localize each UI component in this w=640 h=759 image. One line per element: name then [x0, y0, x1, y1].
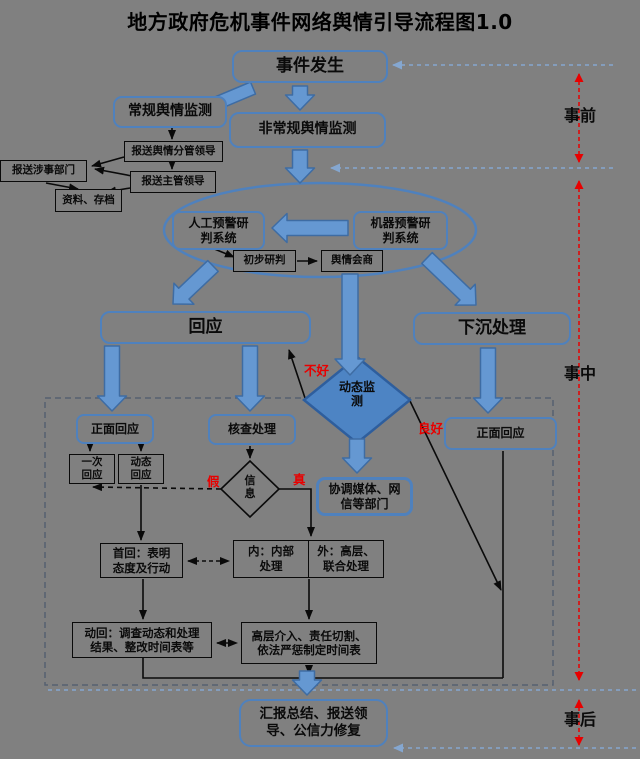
node-opinion-consult: 舆情会商 — [321, 250, 383, 272]
node-coordinate-media: 协调媒体、网 信等部门 — [316, 477, 413, 516]
fat-arrow — [421, 251, 477, 306]
branch-good-label: 良好 — [418, 421, 444, 436]
node-manual-system: 人工预警研 判系统 — [172, 211, 265, 250]
node-archive: 资料、存档 — [55, 189, 122, 212]
branch-fake-label: 假 — [207, 474, 220, 489]
fat-arrow — [291, 670, 323, 696]
node-nonregular-monitor: 非常规舆情监测 — [229, 112, 386, 148]
fat-arrow — [96, 345, 128, 412]
phase-after-label: 事后 — [563, 710, 596, 729]
info-diamond — [219, 459, 281, 519]
node-once-respond: 一次 回应 — [69, 454, 115, 484]
fat-arrow — [284, 85, 316, 111]
warning-ellipse — [162, 181, 478, 279]
node-dynamic-respond: 动态 回应 — [118, 454, 164, 484]
node-highlevel-handle: 高层介入、责任切割、 依法严惩制定时间表 — [241, 622, 377, 664]
fat-arrow — [284, 149, 316, 184]
node-dynamic-reply: 动回：调查动态和处理 结果、整改时间表等 — [72, 622, 212, 658]
node-machine-system: 机器预警研 判系统 — [353, 211, 448, 250]
fat-arrow — [334, 273, 366, 376]
node-internal-external: 内：内部 处理 外：高层、 联合处理 — [233, 540, 384, 578]
node-first-reply: 首回：表明 态度及行动 — [100, 543, 183, 578]
node-sink-handle: 下沉处理 — [413, 312, 571, 345]
node-internal-handle: 内：内部 处理 — [234, 541, 309, 577]
info-label: 信 息 — [244, 474, 256, 501]
node-report-chief-leader: 报送主管领导 — [130, 171, 216, 193]
phase-during-label: 事中 — [563, 364, 596, 383]
node-event: 事件发生 — [232, 50, 388, 83]
phase-separator-lines — [46, 60, 636, 753]
fat-arrow — [172, 259, 219, 305]
fat-arrow — [341, 438, 373, 474]
fat-arrow — [472, 347, 504, 414]
node-report-branch-leader: 报送舆情分管领导 — [124, 141, 223, 162]
during-phase-dashed-rect — [44, 397, 554, 686]
fat-arrow — [271, 212, 349, 244]
page-title: 地方政府危机事件网络舆情引导流程图1.0 — [127, 10, 513, 34]
node-positive-response-right: 正面回应 — [444, 417, 557, 450]
dynamic-monitor-diamond — [302, 355, 412, 445]
dynamic-monitor-label: 动态监 测 — [338, 380, 375, 409]
node-final-summary: 汇报总结、报送领 导、公信力修复 — [239, 699, 388, 747]
node-regular-monitor: 常规舆情监测 — [113, 96, 227, 128]
branch-bad-label: 不好 — [304, 363, 330, 378]
node-external-handle: 外：高层、 联合处理 — [317, 544, 375, 573]
node-respond: 回应 — [100, 311, 311, 344]
node-verify-handle: 核查处理 — [208, 414, 296, 445]
node-positive-response-left: 正面回应 — [76, 414, 154, 444]
phase-before-label: 事前 — [563, 106, 596, 125]
fat-arrow — [234, 345, 266, 412]
node-prelim-judge: 初步研判 — [233, 250, 296, 272]
branch-real-label: 真 — [293, 472, 306, 487]
node-report-involved-dept: 报送涉事部门 — [0, 160, 87, 182]
